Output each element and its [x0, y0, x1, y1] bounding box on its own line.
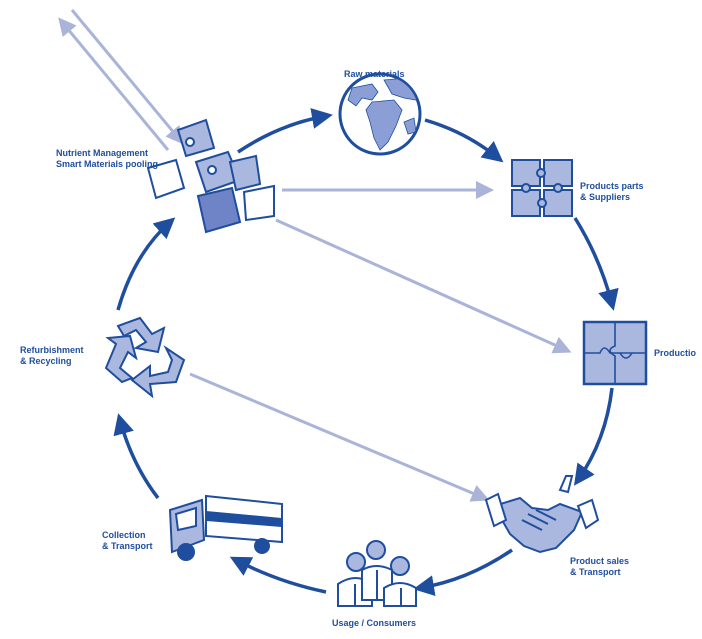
- arrow-out-top: [70, 9, 184, 145]
- label-line: Products parts: [580, 181, 644, 191]
- recycle-icon: [104, 316, 186, 399]
- arrow-in-top: [58, 17, 170, 151]
- label-line: & Transport: [570, 567, 621, 577]
- label-line: Productio: [654, 348, 696, 358]
- label-line: Smart Materials pooling: [56, 159, 159, 169]
- arrow-recycling-to-sales: [189, 372, 490, 502]
- arrow-nutrient-to-raw: [237, 108, 333, 154]
- puzzle-large-icon: [582, 320, 648, 386]
- scattered-puzzle-icon: [146, 118, 275, 234]
- label-raw-materials: Raw materials: [344, 69, 405, 80]
- globe-icon: [338, 72, 422, 156]
- arrow-collection-to-recycling: [113, 413, 160, 500]
- label-nutrient-management: Nutrient Management Smart Materials pool…: [56, 148, 158, 170]
- arrow-sales-to-usage: [413, 548, 513, 597]
- arrow-products-to-sales: [573, 387, 614, 486]
- label-usage-consumers: Usage / Consumers: [332, 618, 416, 629]
- arrow-recycling-to-nutrient: [116, 217, 176, 311]
- arrow-raw-to-parts: [424, 118, 504, 163]
- label-line: Collection: [102, 530, 146, 540]
- truck-icon: [168, 494, 283, 561]
- arrow-parts-to-products: [573, 217, 619, 311]
- label-line: Nutrient Management: [56, 148, 149, 158]
- handshake-icon: [484, 475, 600, 554]
- label-line: Product sales: [570, 556, 630, 566]
- label-productio: Productio: [654, 348, 696, 359]
- label-line: & Transport: [102, 541, 153, 551]
- label-product-sales: Product sales & Transport: [570, 556, 629, 578]
- arrow-usage-to-collection: [229, 556, 327, 594]
- pool-arrows: [58, 9, 572, 502]
- cycle-arrows: [113, 108, 619, 597]
- label-line: Usage / Consumers: [332, 618, 417, 628]
- label-collection-transport: Collection & Transport: [102, 530, 153, 552]
- label-products-parts: Products parts & Suppliers: [580, 181, 644, 203]
- label-line: Refurbishment: [20, 345, 84, 355]
- label-line: Raw materials: [344, 69, 405, 79]
- label-line: & Recycling: [20, 356, 72, 366]
- arrow-nutrient-to-products: [275, 218, 572, 354]
- puzzle-small-icon: [511, 159, 573, 217]
- label-line: & Suppliers: [580, 192, 631, 202]
- label-refurbishment-recycling: Refurbishment & Recycling: [20, 345, 84, 367]
- people-icon: [337, 540, 417, 607]
